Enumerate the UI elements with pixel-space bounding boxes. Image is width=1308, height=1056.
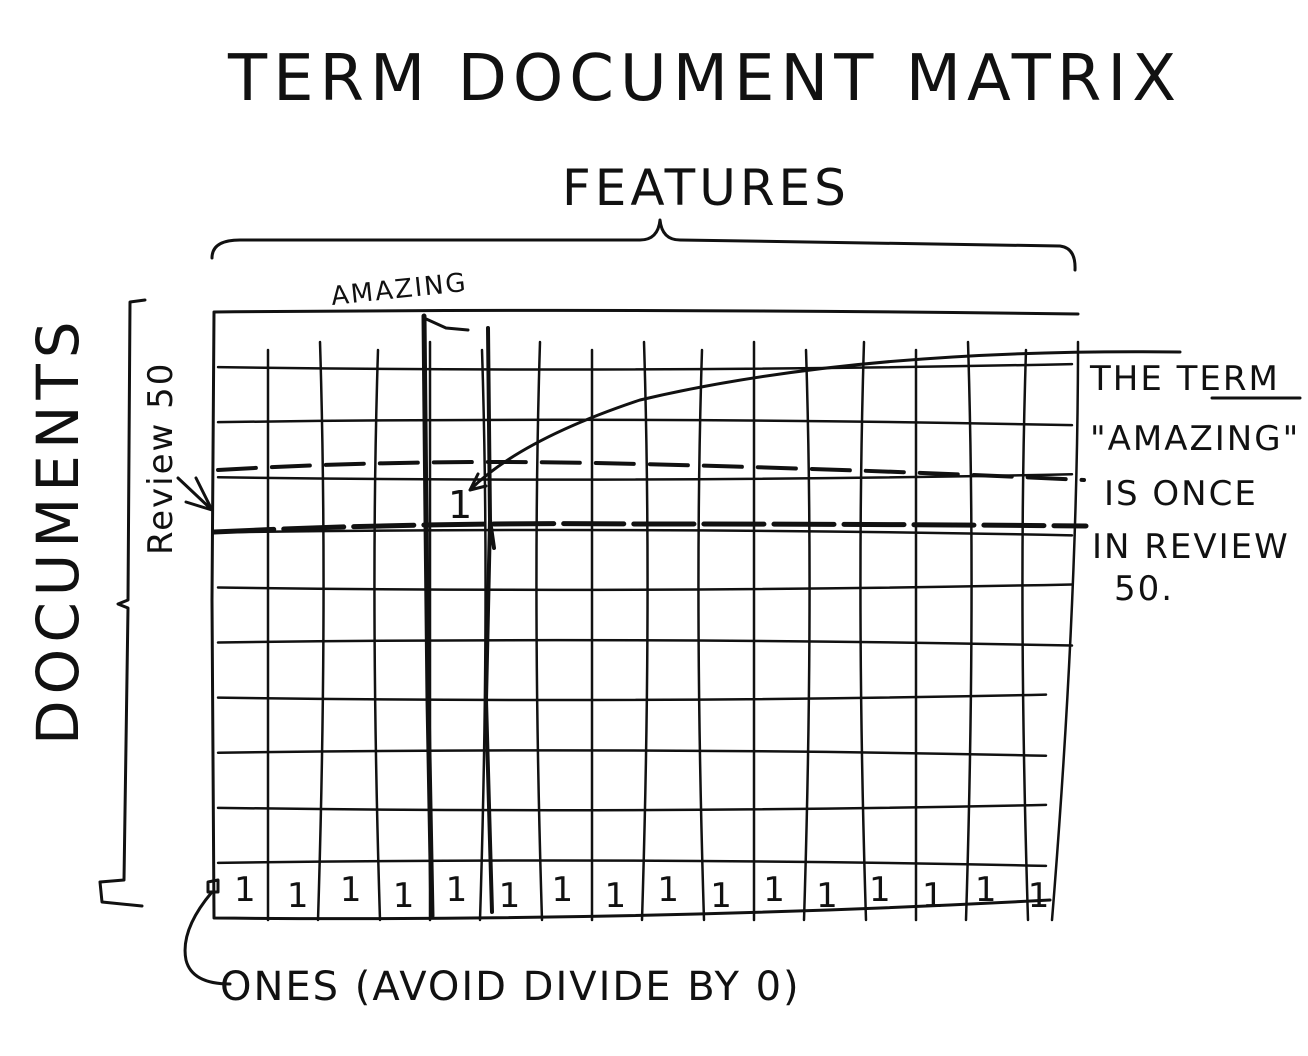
annotation-line-4: IN REVIEW <box>1092 527 1290 567</box>
documents-brace <box>98 298 147 908</box>
ones-row-cell: 1 <box>1028 876 1050 916</box>
ones-row-cell: 1 <box>604 876 626 916</box>
ones-row-cell: 1 <box>446 870 468 910</box>
annotation-line-1: THE TERM <box>1089 359 1280 399</box>
ones-row-cell: 1 <box>657 870 679 910</box>
ones-row-cell: 1 <box>340 870 362 910</box>
grid-horizontal-line <box>216 418 1074 427</box>
grid-vertical-line <box>1021 348 1030 922</box>
grid-horizontal-line <box>216 362 1074 371</box>
grid-horizontal-line <box>216 749 1048 757</box>
amazing-column-left-edge <box>421 313 435 919</box>
grid-horizontal-line <box>216 859 1048 868</box>
annotation-line-3: IS ONCE <box>1104 474 1258 514</box>
ones-row-cell: 1 <box>816 876 838 916</box>
amazing-column-right-edge <box>484 326 496 914</box>
annotation-line-2: "AMAZING" <box>1090 419 1300 459</box>
review-arrow <box>176 476 214 512</box>
grid-horizontal-line <box>216 693 1048 702</box>
ones-row-cell: 1 <box>922 876 944 916</box>
documents-label: DOCUMENTS <box>24 315 92 745</box>
grid-horizontal-line <box>216 473 1074 481</box>
grid-vertical-line <box>640 340 649 922</box>
grid-vertical-line <box>964 340 973 922</box>
ones-row-cell: 1 <box>499 876 521 916</box>
grid-vertical-line <box>697 348 706 922</box>
features-brace <box>210 218 1077 272</box>
intersection-cell-value: 1 <box>448 483 472 527</box>
review-row-top-edge <box>216 460 1086 482</box>
review-row-bottom-edge <box>211 521 1089 535</box>
grid-border <box>210 308 1080 921</box>
grid-horizontal-line <box>216 583 1074 592</box>
grid-vertical-line <box>478 348 487 922</box>
grid-vertical-line <box>802 348 811 922</box>
ones-row-cell: 1 <box>869 870 891 910</box>
grid-horizontal-line <box>216 803 1048 812</box>
grid-vertical-line <box>1050 340 1080 922</box>
annotation-line-5: 50. <box>1114 569 1174 609</box>
amazing-column-label: AMAZING <box>330 268 469 312</box>
ones-row-cell: 1 <box>710 876 732 916</box>
ones-note: ONES (AVOID DIVIDE BY 0) <box>220 964 801 1010</box>
grid-vertical-line <box>316 340 325 922</box>
ones-row-cell: 1 <box>393 876 415 916</box>
grid-vertical-line <box>535 340 544 922</box>
grid-horizontal-line <box>216 528 1074 537</box>
diagram-title: TERM DOCUMENT MATRIX <box>227 42 1182 116</box>
annotation-pointer <box>468 350 1182 492</box>
matrix-grid <box>210 308 1080 922</box>
ones-pointer <box>183 878 232 986</box>
ones-row-cell: 1 <box>552 870 574 910</box>
amazing-column-top-cap <box>422 316 470 332</box>
ones-row-cell: 1 <box>763 870 785 910</box>
ones-row-cell: 1 <box>975 870 997 910</box>
ones-row-cell: 1 <box>234 870 256 910</box>
grid-vertical-line <box>373 348 382 922</box>
features-label: FEATURES <box>562 159 850 217</box>
grid-horizontal-line <box>216 638 1074 647</box>
ones-row-cell: 1 <box>287 876 309 916</box>
grid-vertical-line <box>859 340 868 922</box>
review-50-label: Review 50 <box>141 362 181 555</box>
